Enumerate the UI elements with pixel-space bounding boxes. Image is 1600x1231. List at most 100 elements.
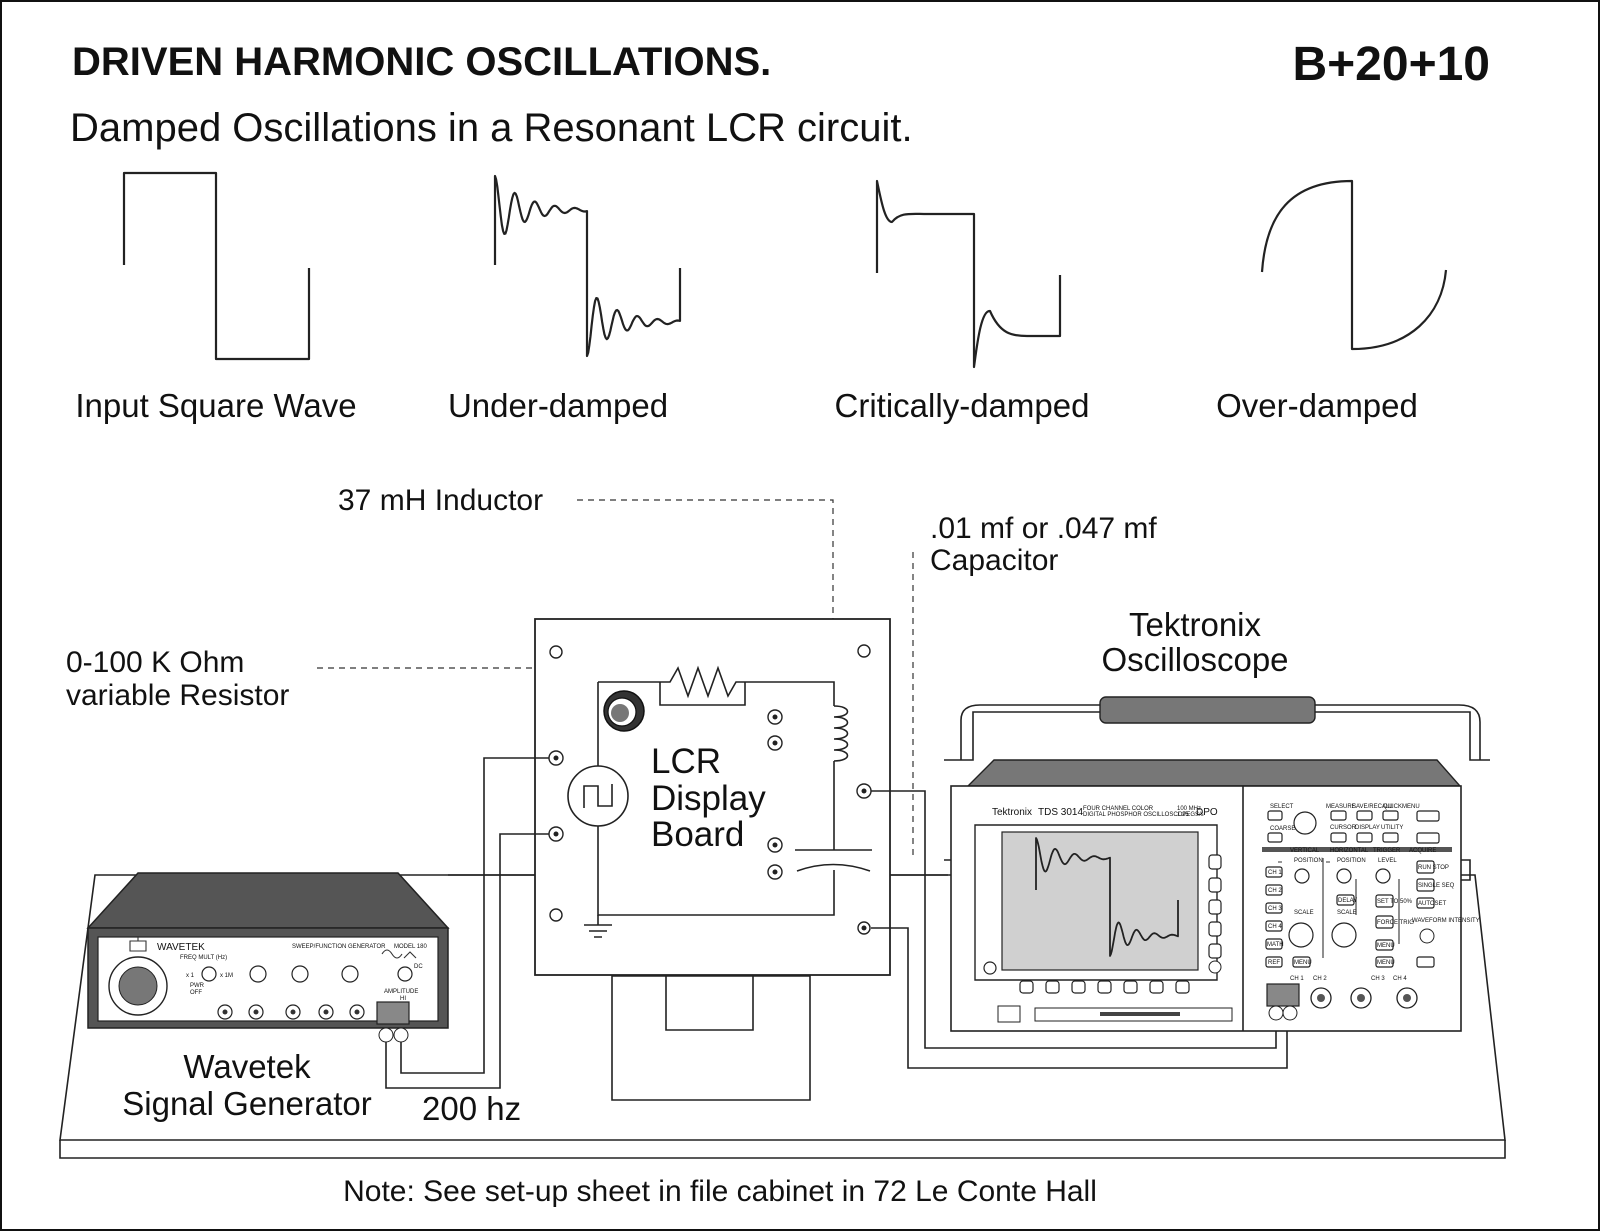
scope-input-ch2-label: CH 2 [1313, 976, 1327, 982]
generator-output-plug[interactable] [376, 1001, 410, 1043]
scope-trace [1035, 837, 1179, 957]
generator-panel-title: SWEEP/FUNCTION GENERATOR [292, 944, 386, 950]
scope-vertical-scale-label: SCALE [1294, 910, 1314, 916]
waveform-input-square [122, 171, 311, 361]
scope-ch4-button: CH 4 [1268, 924, 1282, 930]
scope-model: TDS 3014 [1038, 807, 1083, 818]
generator-x1m-label: x 1M [220, 973, 233, 979]
scope-section-horizontal: HORIZONTAL [1330, 848, 1369, 854]
scope-ch1-button: CH 1 [1268, 870, 1282, 876]
scope-measure-label: MEASURE [1326, 804, 1356, 810]
scope-handle [1099, 696, 1316, 724]
waveform-label-input: Input Square Wave [75, 387, 356, 424]
scope-force-trig-button: FORCE TRIG [1377, 920, 1414, 926]
generator-freq-label: FREQ MULT (Hz) [180, 955, 227, 961]
scope-channel-buttons[interactable] [1265, 866, 1283, 968]
scope-power-button[interactable] [983, 961, 997, 975]
generator-caption-line2: Signal Generator [122, 1085, 371, 1122]
scope-single-seq-button: SINGLE SEQ [1418, 883, 1455, 889]
scope-run-stop-button: RUN STOP [1418, 865, 1449, 871]
scope-input-ch3-label: CH 3 [1371, 976, 1385, 982]
generator-caption-line1: Wavetek [183, 1048, 311, 1085]
page-title: DRIVEN HARMONIC OSCILLATIONS. [72, 40, 771, 84]
inductor-symbol [833, 705, 849, 762]
scope-delay-button: DELAY [1338, 898, 1357, 904]
board-label-line3: Board [651, 815, 744, 854]
ground-symbol [584, 915, 612, 938]
waveform-over-damped [1260, 179, 1448, 351]
waveform-label-under: Under-damped [448, 387, 668, 424]
scope-ch2-button: CH 2 [1268, 888, 1282, 894]
scope-utility-label: UTILITY [1381, 825, 1403, 831]
scope-spec-line1: 100 MHz [1177, 806, 1201, 812]
scope-coarse-label: COARSE [1270, 826, 1295, 832]
generator-pwr-label: PWR [190, 983, 205, 989]
scope-intensity-label: WAVEFORM INTENSITY [1412, 918, 1480, 924]
scope-function-buttons[interactable] [1292, 860, 1435, 968]
scope-section-vertical: VERTICAL [1290, 848, 1320, 854]
scope-knobs[interactable] [1288, 868, 1391, 948]
page-subtitle: Damped Oscillations in a Resonant LCR ci… [70, 106, 913, 150]
scope-section-trigger: TRIGGER [1373, 848, 1401, 854]
generator-amplitude-label: AMPLITUDE [384, 989, 418, 995]
generator-off-label: OFF [190, 990, 202, 996]
scope-trigger-menu-button: MENU [1377, 943, 1395, 949]
scope-screen [1001, 831, 1199, 971]
board-label-line2: Display [651, 779, 766, 818]
scope-callout-line2: Oscilloscope [1101, 641, 1288, 678]
inductor-leader [577, 499, 834, 642]
resistor-knob [603, 690, 645, 732]
scope-desc-line2: DIGITAL PHOSPHOR OSCILLOSCOPE [1083, 812, 1190, 818]
scope-trigger-level-label: LEVEL [1378, 858, 1397, 864]
scope-input-ch1-label: CH 1 [1290, 976, 1304, 982]
generator-frequency: 200 hz [422, 1090, 521, 1127]
wavetek-generator: WAVETEK SWEEP/FUNCTION GENERATOR MODEL 1… [86, 872, 450, 1043]
scope-control-panel: SELECT COARSE MEASURE SAVE/RECALL QUICKM… [1262, 804, 1452, 958]
scope-vertical-position-label: POSITION [1294, 858, 1323, 864]
generator-freq-mult-knob[interactable] [201, 966, 217, 982]
waveform-critically-damped [875, 179, 1062, 369]
scope-math-button: MATH [1267, 942, 1284, 948]
resistor-callout-line1: 0-100 K Ohm [66, 646, 244, 679]
generator-hi-label: HI [400, 996, 406, 1002]
scope-ch3-button: CH 3 [1268, 906, 1282, 912]
scope-horizontal-scale-label: SCALE [1337, 910, 1357, 916]
scope-brand: Tektronix [992, 807, 1032, 818]
scope-acquire-menu-button: MENU [1377, 960, 1395, 966]
capacitor-symbol [795, 849, 872, 872]
scope-save-recall-label: SAVE/RECALL [1352, 804, 1393, 810]
scope-callout-line1: Tektronix [1129, 606, 1262, 643]
generator-model: MODEL 180 [394, 944, 427, 950]
scope-floppy-eject[interactable] [997, 1005, 1021, 1023]
board-label-line1: LCR [651, 742, 721, 781]
generator-dc-knob[interactable] [397, 966, 413, 982]
waveform-label-over: Over-damped [1216, 387, 1418, 424]
scope-input-plug[interactable] [1266, 983, 1300, 1021]
generator-brand: WAVETEK [157, 942, 205, 953]
lcr-display-board: LCR Display Board [534, 618, 891, 976]
generator-knobs[interactable] [249, 965, 359, 983]
scope-cursor-label: CURSOR [1330, 825, 1357, 831]
experiment-code: B+20+10 [1292, 38, 1490, 91]
scope-desc-line1: FOUR CHANNEL COLOR [1083, 806, 1154, 812]
waveform-under-damped [493, 174, 682, 358]
scope-set-50-button: SET TO 50% [1377, 899, 1413, 905]
scope-vertical-menu-button: MENU [1294, 960, 1312, 966]
scope-ref-button: REF [1268, 960, 1280, 966]
resistor-box [659, 682, 746, 706]
circuit-wire-top-right [745, 681, 835, 706]
waveform-label-critical: Critically-damped [835, 387, 1090, 424]
generator-dc-label: DC [414, 964, 423, 970]
scope-select-label: SELECT [1270, 804, 1294, 810]
scope-display-label: DISPLAY [1355, 825, 1380, 831]
scope-section-acquire: ACQUIRE [1409, 848, 1436, 854]
capacitor-callout-line2: Capacitor [930, 544, 1058, 577]
scope-side-buttons[interactable] [1208, 854, 1222, 974]
resistor-symbol [660, 665, 745, 699]
scope-bottom-buttons[interactable] [1019, 980, 1190, 994]
generator-dial-center [118, 966, 158, 1006]
tektronix-oscilloscope: Tektronix TDS 3014 FOUR CHANNEL COLOR DI… [944, 696, 1490, 1032]
